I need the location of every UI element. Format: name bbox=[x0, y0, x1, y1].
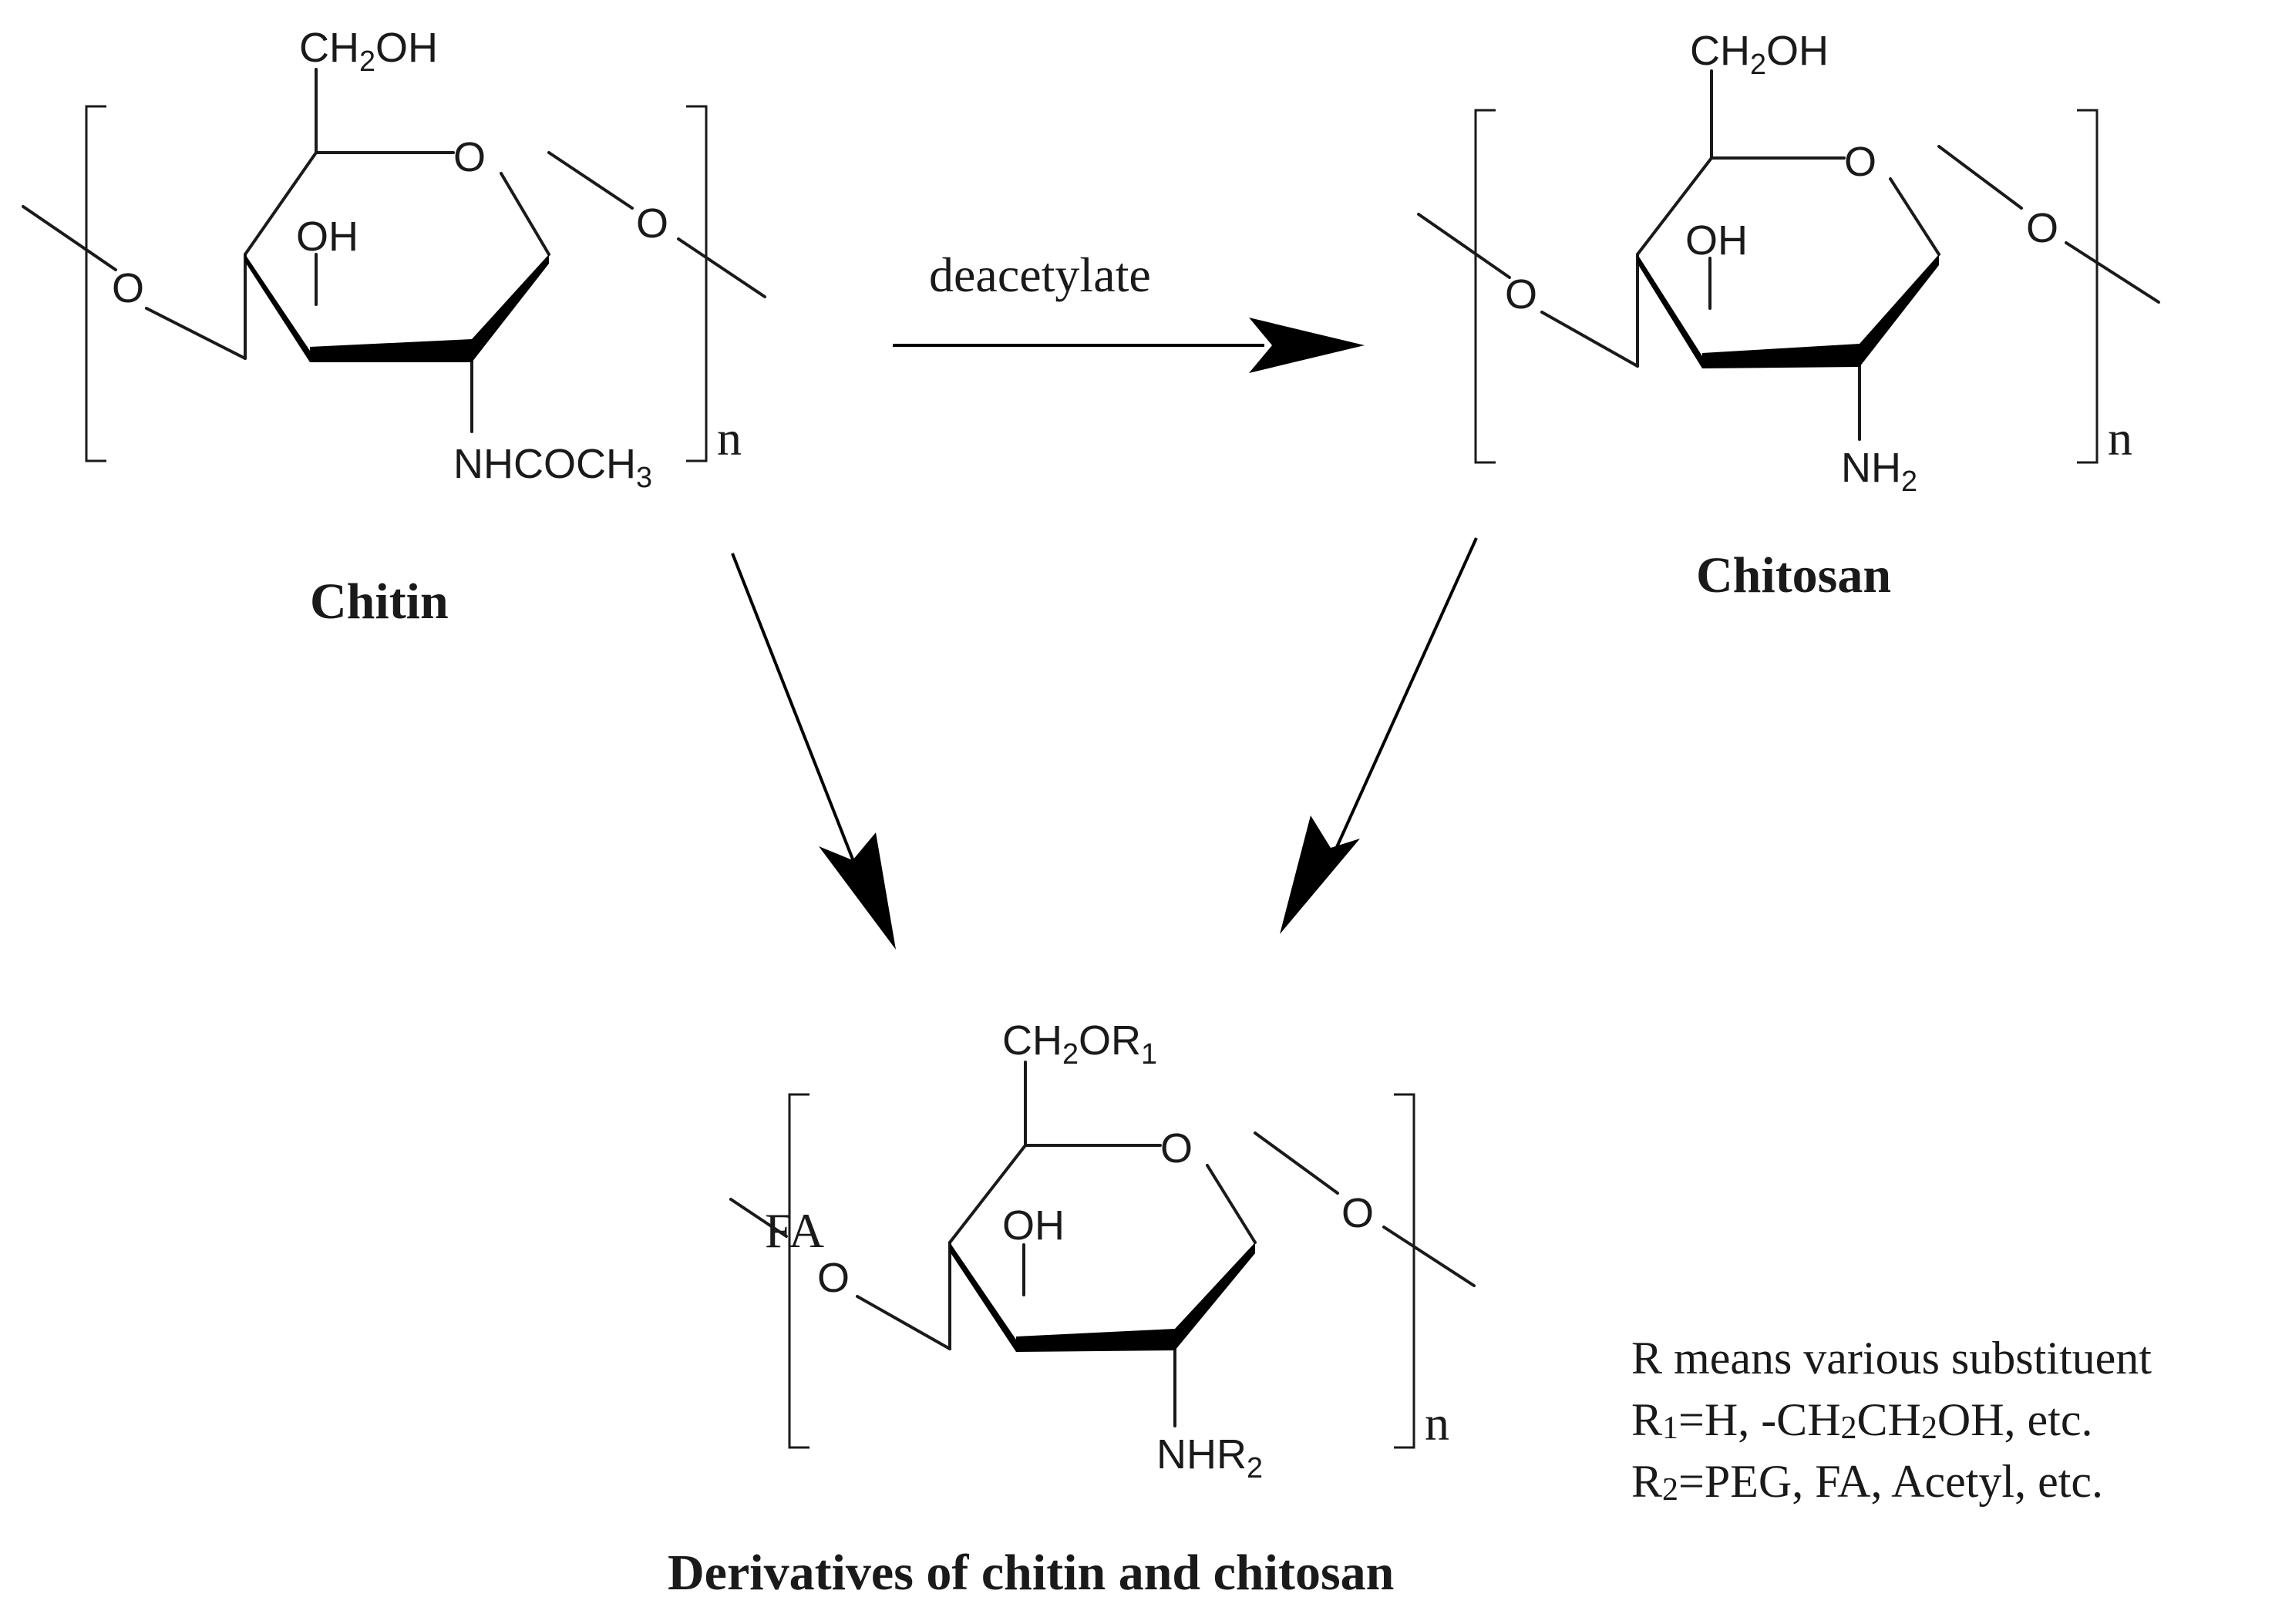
chitin-bond bbox=[244, 151, 318, 256]
derivative-right-oxygen: O bbox=[1341, 1190, 1374, 1236]
derivative-bond bbox=[1382, 1226, 1476, 1287]
chitosan-structure: CH2OH O OH O O NH2 n Chitosan bbox=[1417, 28, 2160, 604]
chitosan-right-oxygen: O bbox=[2026, 205, 2058, 251]
derivative-left-oxygen: O bbox=[817, 1255, 850, 1301]
chitosan-wedge-front bbox=[1702, 344, 1860, 368]
chitin-wedge-left bbox=[245, 254, 310, 362]
chitosan-bond bbox=[1937, 145, 2023, 210]
derivative-nhr2-label: NHR2 bbox=[1156, 1431, 1263, 1484]
chitosan-to-derivative-arrow-head bbox=[1280, 815, 1360, 934]
chitosan-left-oxygen: O bbox=[1505, 271, 1537, 318]
chitin-bond bbox=[22, 205, 117, 271]
chitin-bond bbox=[500, 172, 550, 256]
chitin-structure: CH2OH O OH O O NHCOCH3 n Chitin bbox=[22, 25, 766, 630]
chitin-to-derivative-arrow-shaft bbox=[731, 553, 859, 872]
derivative-right-bracket bbox=[1394, 1093, 1415, 1449]
chitin-right-oxygen: O bbox=[636, 200, 668, 247]
chitosan-left-bracket bbox=[1474, 109, 1496, 464]
chitin-name: Chitin bbox=[310, 573, 449, 630]
derivative-bond bbox=[1206, 1164, 1257, 1244]
chitin-ch2oh-label: CH2OH bbox=[299, 25, 438, 78]
derivative-wedge-left bbox=[950, 1242, 1016, 1352]
chitin-bond bbox=[145, 307, 247, 360]
chitosan-bond bbox=[1417, 213, 1511, 279]
chitin-nhcoch3-label: NHCOCH3 bbox=[453, 441, 652, 494]
substituent-notes: R means various substituent R1=H, -CH2CH… bbox=[1631, 1333, 2152, 1508]
notes-line-3: R2=PEG, FA, Acetyl, etc. bbox=[1631, 1456, 2103, 1508]
chitin-to-derivative-arrow bbox=[731, 553, 896, 950]
chitin-left-oxygen: O bbox=[112, 265, 144, 311]
derivative-ch2or1-label: CH2OR1 bbox=[1002, 1017, 1157, 1071]
derivative-structure: CH2OR1 O OH FA O O NHR2 n Derivatives of… bbox=[668, 1017, 1476, 1601]
deacetylate-arrow-head bbox=[1249, 318, 1365, 373]
chitosan-ring-oxygen: O bbox=[1844, 139, 1876, 185]
chitin-oh-label: OH bbox=[296, 214, 358, 260]
chitin-bond bbox=[547, 151, 634, 210]
chitosan-wedge-left bbox=[1637, 254, 1702, 368]
chitosan-bond bbox=[2065, 241, 2160, 304]
chitin-right-bracket bbox=[686, 105, 708, 462]
derivative-name: Derivatives of chitin and chitosan bbox=[668, 1545, 1394, 1601]
derivative-wedge-right bbox=[1175, 1242, 1255, 1350]
notes-line-1: R means various substituent bbox=[1631, 1333, 2152, 1384]
chitosan-right-bracket bbox=[2077, 109, 2099, 464]
chitin-wedge-right bbox=[472, 254, 549, 362]
chitin-bond bbox=[677, 237, 766, 298]
chitosan-repeat-n: n bbox=[2108, 411, 2132, 466]
notes-line-2: R1=H, -CH2CH2OH, etc. bbox=[1631, 1394, 2092, 1446]
chitosan-wedge-right bbox=[1860, 254, 1939, 367]
chitin-wedge-front bbox=[310, 339, 472, 362]
chitosan-bond bbox=[1540, 311, 1639, 368]
chitosan-oh-label: OH bbox=[1685, 217, 1748, 264]
chitin-repeat-n: n bbox=[717, 411, 742, 466]
derivative-oh-label: OH bbox=[1002, 1202, 1065, 1249]
chitosan-ch2oh-label: CH2OH bbox=[1690, 28, 1829, 81]
chitosan-to-derivative-arrow-shaft bbox=[1324, 537, 1478, 872]
chitosan-bond bbox=[1636, 156, 1713, 256]
derivative-wedge-front bbox=[1016, 1329, 1175, 1352]
derivative-bond bbox=[1254, 1131, 1339, 1195]
chitosan-nh2-label: NH2 bbox=[1841, 445, 1917, 498]
chitosan-name: Chitosan bbox=[1696, 547, 1891, 604]
chitin-to-derivative-arrow-head bbox=[819, 832, 896, 950]
chitosan-to-derivative-arrow bbox=[1280, 537, 1478, 934]
chitosan-bond bbox=[1889, 177, 1940, 256]
deacetylate-label: deacetylate bbox=[929, 247, 1151, 302]
derivative-bond bbox=[948, 1144, 1027, 1244]
derivative-left-bracket bbox=[788, 1093, 809, 1449]
derivative-ring-oxygen: O bbox=[1160, 1125, 1193, 1172]
derivative-repeat-n: n bbox=[1425, 1396, 1449, 1451]
derivative-bond bbox=[856, 1295, 951, 1350]
chitin-left-bracket bbox=[85, 105, 106, 462]
deacetylate-arrow: deacetylate bbox=[893, 247, 1365, 373]
derivative-fa-label: FA bbox=[765, 1203, 824, 1258]
derivative-bond bbox=[729, 1198, 788, 1238]
chitin-ring-oxygen: O bbox=[453, 134, 486, 180]
